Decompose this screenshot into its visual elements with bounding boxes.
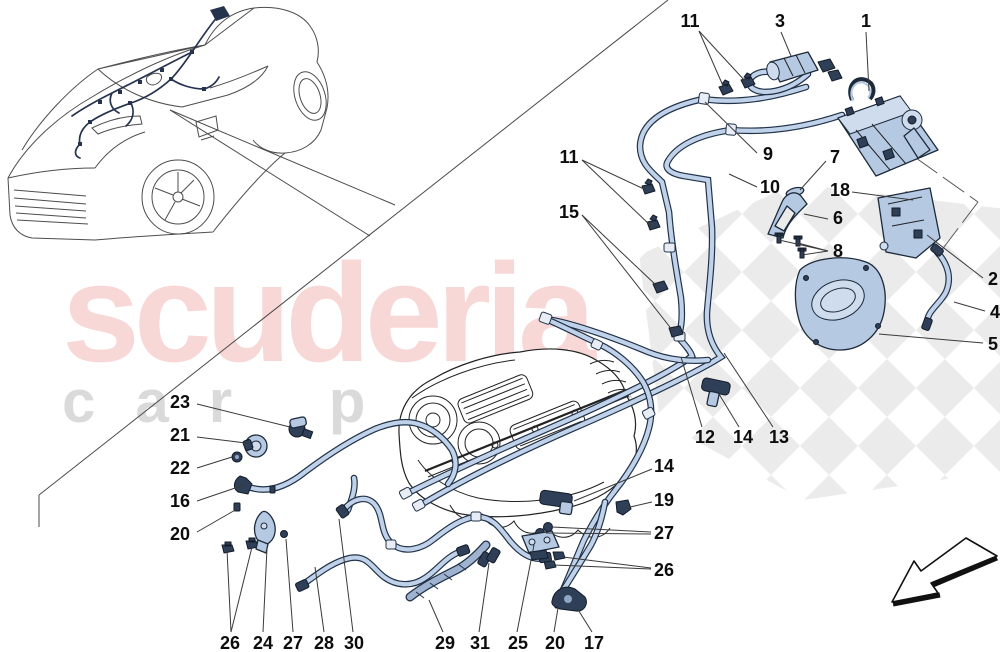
callout-number: 28: [314, 633, 334, 652]
callout-number: 10: [760, 177, 780, 197]
valve-14b: [539, 489, 574, 516]
callout-number: 24: [253, 633, 273, 652]
heat-shield-5: [794, 257, 886, 351]
bracket-6: [767, 192, 808, 239]
callout-number: 16: [170, 491, 190, 511]
callout-number: 12: [695, 427, 715, 447]
callout-number: 14: [733, 427, 753, 447]
callout-number: 7: [830, 147, 840, 167]
callout-number: 14: [654, 456, 674, 476]
callout-number: 21: [170, 425, 190, 445]
callout-number: 1: [861, 11, 871, 31]
tube-clips-and-valves: [221, 72, 756, 609]
callout-number: 22: [170, 458, 190, 478]
right-side-parts: [766, 51, 944, 351]
callout-number: 8: [833, 241, 843, 261]
callout-number: 2: [988, 269, 998, 289]
bracket-2: [877, 187, 941, 259]
bracket-24: [253, 510, 276, 554]
callout-number: 13: [769, 427, 789, 447]
valve-14a: [701, 377, 731, 408]
callout-number: 25: [508, 633, 528, 652]
hose-4-ends: [921, 243, 944, 331]
clip-19: [615, 499, 632, 516]
callout-number: 4: [990, 302, 1000, 322]
vapour-tubes: [246, 72, 949, 598]
grommet-22-core: [235, 455, 239, 459]
clips-26: [221, 537, 566, 570]
clips-11: [641, 72, 756, 231]
callout-number: 26: [654, 560, 674, 580]
purge-valve: [766, 51, 843, 83]
valve-23: [288, 416, 314, 439]
callout-number: 6: [833, 208, 843, 228]
canister-pointer-lines: [915, 157, 979, 252]
clips-15: [652, 280, 684, 338]
view-projection-lines: [38, 0, 669, 527]
valve-21: [242, 434, 268, 458]
car-locator-sketch: [7, 6, 329, 241]
callout-number: 17: [584, 633, 604, 652]
callout-number: 15: [559, 202, 579, 222]
callout-number: 27: [283, 633, 303, 652]
callout-number: 11: [559, 147, 578, 167]
callout-number: 23: [170, 392, 190, 412]
carbon-canister: [837, 77, 939, 177]
callout-number: 27: [654, 523, 674, 543]
zoom-out-arrow-icon: [891, 537, 998, 607]
bracket-25: [521, 530, 560, 561]
callout-number: 18: [830, 180, 850, 200]
callout-number: 31: [470, 633, 490, 652]
callout-number: 19: [654, 490, 674, 510]
callout-number: 5: [988, 334, 998, 354]
nuts-27: [280, 522, 553, 538]
elbow-17: [551, 586, 587, 612]
callout-number: 11: [680, 11, 699, 31]
fitting-31: [477, 547, 501, 568]
left-cluster-parts: [231, 416, 587, 612]
callout-number: 9: [763, 144, 773, 164]
callout-number: 20: [170, 524, 190, 544]
callout-number: 30: [344, 633, 364, 652]
callout-number: 26: [220, 633, 240, 652]
callout-number: 3: [775, 11, 785, 31]
callout-number: 20: [545, 633, 565, 652]
callout-number: 29: [435, 633, 455, 652]
